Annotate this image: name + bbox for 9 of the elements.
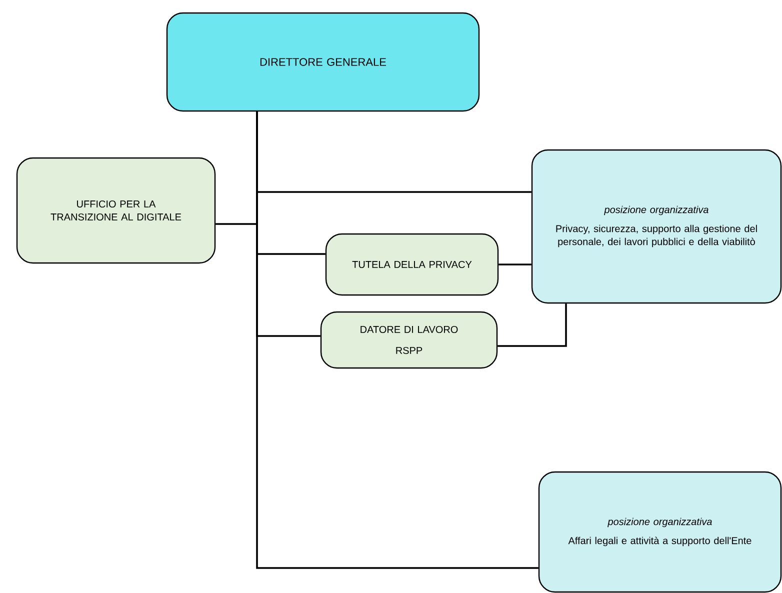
position-box: posizione organizzativa Affari legali e attività a supporto dell'Ente: [538, 471, 782, 593]
connector-line: [256, 112, 538, 569]
office-box: DATORE DI LAVORO RSPP: [320, 311, 498, 369]
office-box: UFFICIO PER LA TRANSIZIONE AL DIGITALE: [16, 157, 216, 264]
office-box: TUTELA DELLA PRIVACY: [325, 233, 499, 296]
connector-line: [498, 304, 567, 347]
head-box: DIRETTORE GENERALE: [166, 12, 480, 112]
position-box: posizione organizzativa Privacy, sicurezza, supporto alla gestione del personale, dei lavori pubblici e della viabilitò: [531, 149, 782, 304]
connector-line: [498, 264, 532, 266]
